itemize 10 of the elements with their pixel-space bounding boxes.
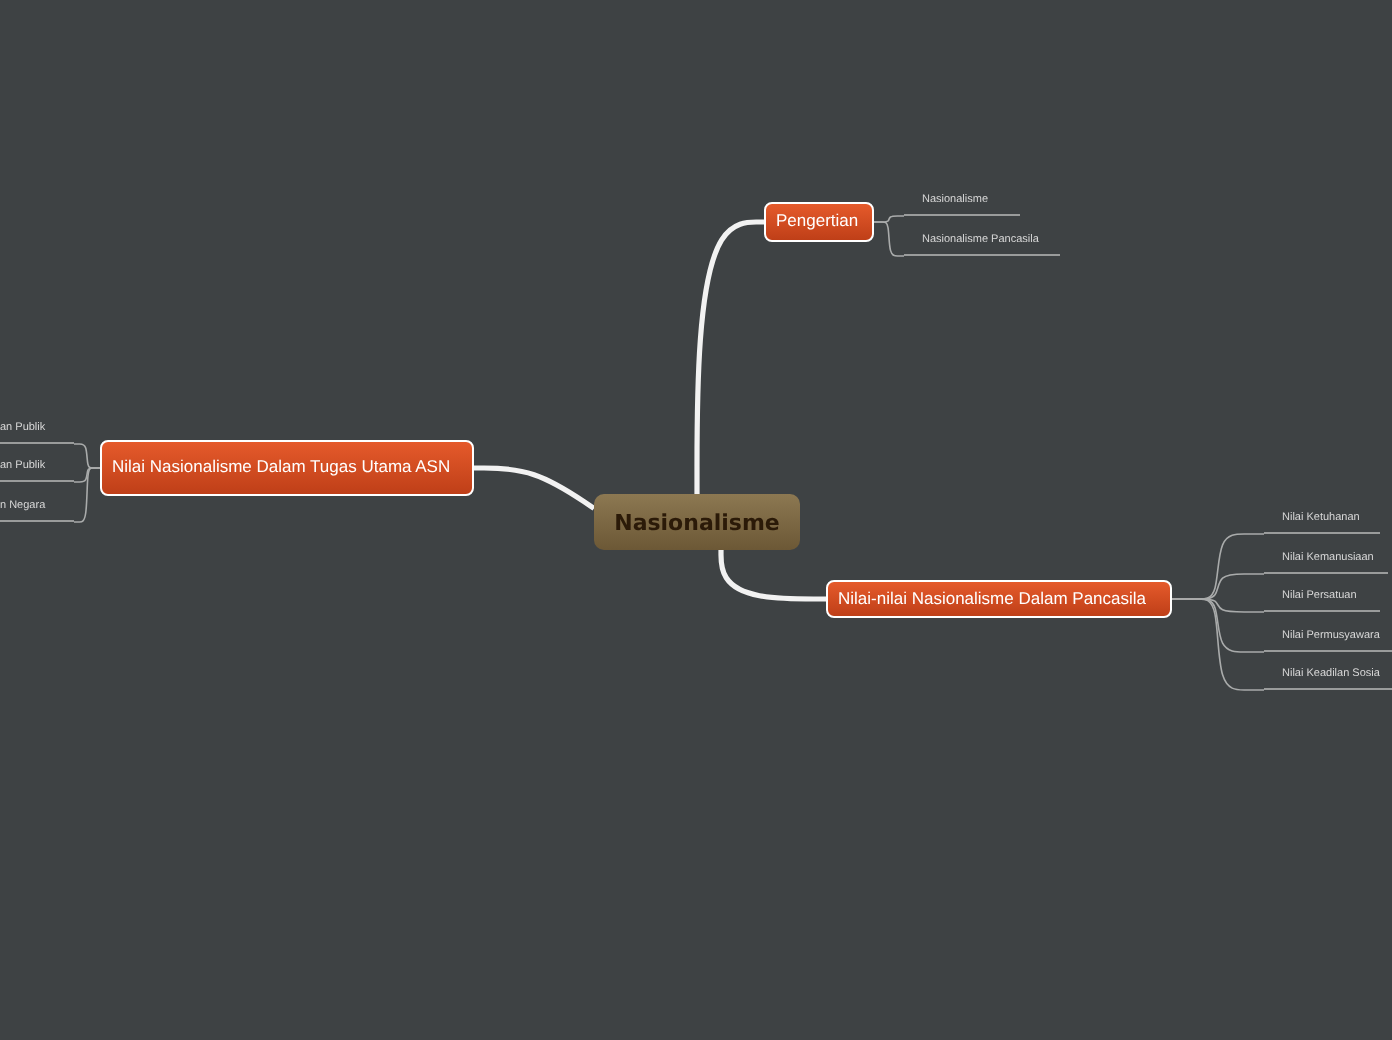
connector-line — [1171, 598, 1265, 691]
central-topic-box: Nasionalisme — [594, 494, 800, 550]
connector-line — [873, 221, 905, 257]
topic-box: Pengertian — [764, 202, 874, 242]
topic-box: Nilai-nilai Nasionalisme Dalam Pancasila — [826, 580, 1172, 618]
connector-line — [73, 467, 101, 523]
connector-line — [474, 465, 596, 511]
connector-line — [694, 219, 764, 494]
connector-line — [718, 550, 826, 602]
topic-box: Nilai Nasionalisme Dalam Tugas Utama ASN — [100, 440, 474, 496]
